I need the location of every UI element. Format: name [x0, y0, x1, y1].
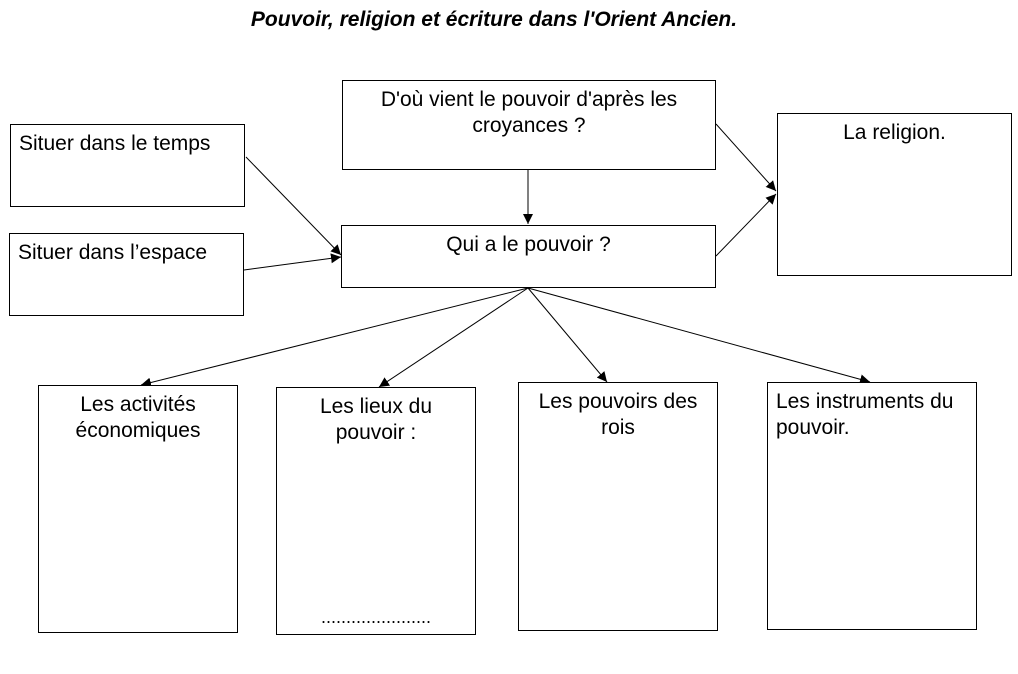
- box-pouvoir-label: Qui a le pouvoir ?: [446, 233, 611, 256]
- box-rois-label: Les pouvoirs des rois: [538, 390, 698, 439]
- arrow-pouvoir-to-activites: [140, 287, 529, 388]
- box-activites-label: Les activités économiques: [75, 393, 201, 442]
- box-religion-label: La religion.: [843, 121, 946, 144]
- arrow-pouvoir-to-religion: [715, 193, 777, 257]
- arrow-espace-to-pouvoir: [243, 253, 342, 271]
- arrow-pouvoir-to-lieux: [378, 287, 529, 388]
- box-lieux-label: Les lieux du pouvoir :: [319, 395, 433, 444]
- box-rois: Les pouvoirs des rois: [518, 382, 718, 631]
- arrow-pouvoir-to-rois: [527, 287, 608, 383]
- box-lieux: Les lieux du pouvoir : .................…: [276, 387, 476, 635]
- box-espace: Situer dans l’espace: [9, 233, 244, 316]
- box-croyances: D'où vient le pouvoir d'après les croyan…: [342, 80, 716, 170]
- box-activites: Les activités économiques: [38, 385, 238, 633]
- box-croyances-label: D'où vient le pouvoir d'après les croyan…: [380, 88, 678, 137]
- box-instruments-label: Les instruments du pouvoir.: [776, 390, 954, 439]
- diagram-title: Pouvoir, religion et écriture dans l'Ori…: [250, 8, 738, 31]
- box-instruments: Les instruments du pouvoir.: [767, 382, 977, 630]
- arrow-temps-to-pouvoir: [245, 156, 342, 256]
- box-religion: La religion.: [777, 113, 1012, 276]
- box-temps: Situer dans le temps: [10, 124, 245, 207]
- arrow-pouvoir-to-instruments: [527, 287, 871, 385]
- box-espace-label: Situer dans l’espace: [18, 241, 208, 264]
- box-lieux-dots: ......................: [320, 607, 432, 627]
- box-temps-label: Situer dans le temps: [19, 132, 211, 155]
- box-pouvoir: Qui a le pouvoir ?: [341, 225, 716, 288]
- arrow-croyances-to-religion: [715, 123, 777, 192]
